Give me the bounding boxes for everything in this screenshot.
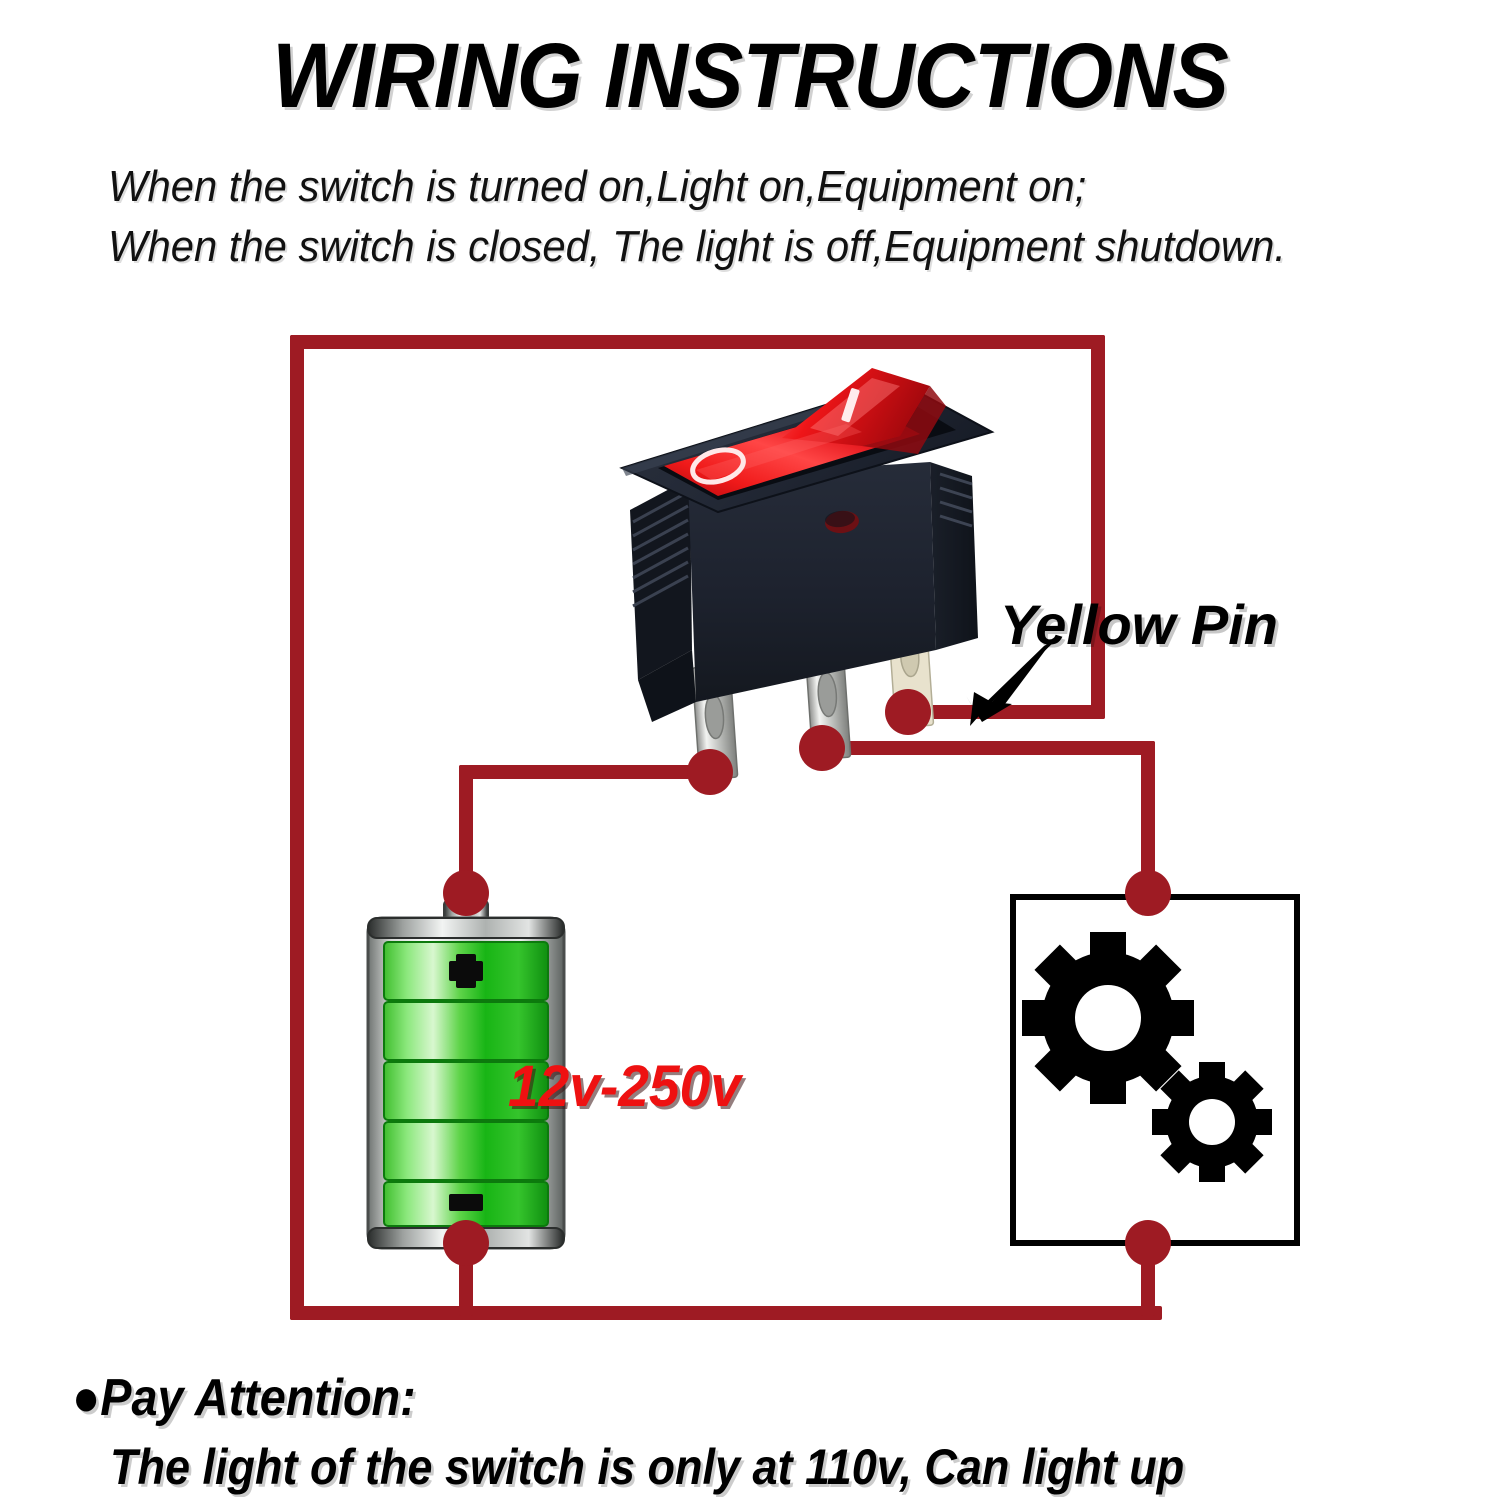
gears-icon [1022, 932, 1272, 1182]
wire-battery-plus-lead [459, 765, 473, 897]
wire-bottom-rail [290, 1306, 1162, 1320]
junction-dot-equipment-bottom [1125, 1220, 1171, 1266]
junction-dot-equipment-top [1125, 870, 1171, 916]
yellow-pin-label: Yellow Pin [1000, 593, 1278, 656]
junction-dot-left-terminal [687, 749, 733, 795]
wire-right-pin-lead [905, 705, 1105, 719]
wire-left-pin-horizontal [459, 765, 714, 779]
page-title: WIRING INSTRUCTIONS [272, 25, 1229, 127]
battery [362, 898, 570, 1268]
junction-dot-battery-negative [443, 1220, 489, 1266]
junction-dot-battery-positive [443, 870, 489, 916]
wire-equipment-top-lead [1141, 741, 1155, 896]
junction-dot-right-terminal [885, 689, 931, 735]
pay-attention-heading: ●Pay Attention: [72, 1369, 416, 1427]
pay-attention-detail: The light of the switch is only at 110v,… [110, 1439, 1185, 1495]
wire-middle-pin-horizontal [820, 741, 1155, 755]
wire-right-vertical [1091, 335, 1105, 719]
voltage-range-label: 12v-250v [508, 1054, 741, 1119]
subtitle-line-1: When the switch is turned on,Light on,Eq… [108, 162, 1087, 211]
junction-dot-middle-terminal [799, 725, 845, 771]
wire-left-vertical [290, 335, 304, 1320]
subtitle-line-2: When the switch is closed, The light is … [108, 222, 1286, 271]
equipment-box [1010, 894, 1300, 1246]
wire-top-rail [290, 335, 1105, 349]
yellow-pin-arrow-icon [966, 636, 1058, 726]
rocker-switch[interactable] [600, 350, 1030, 810]
switch-rocker[interactable] [664, 368, 946, 496]
